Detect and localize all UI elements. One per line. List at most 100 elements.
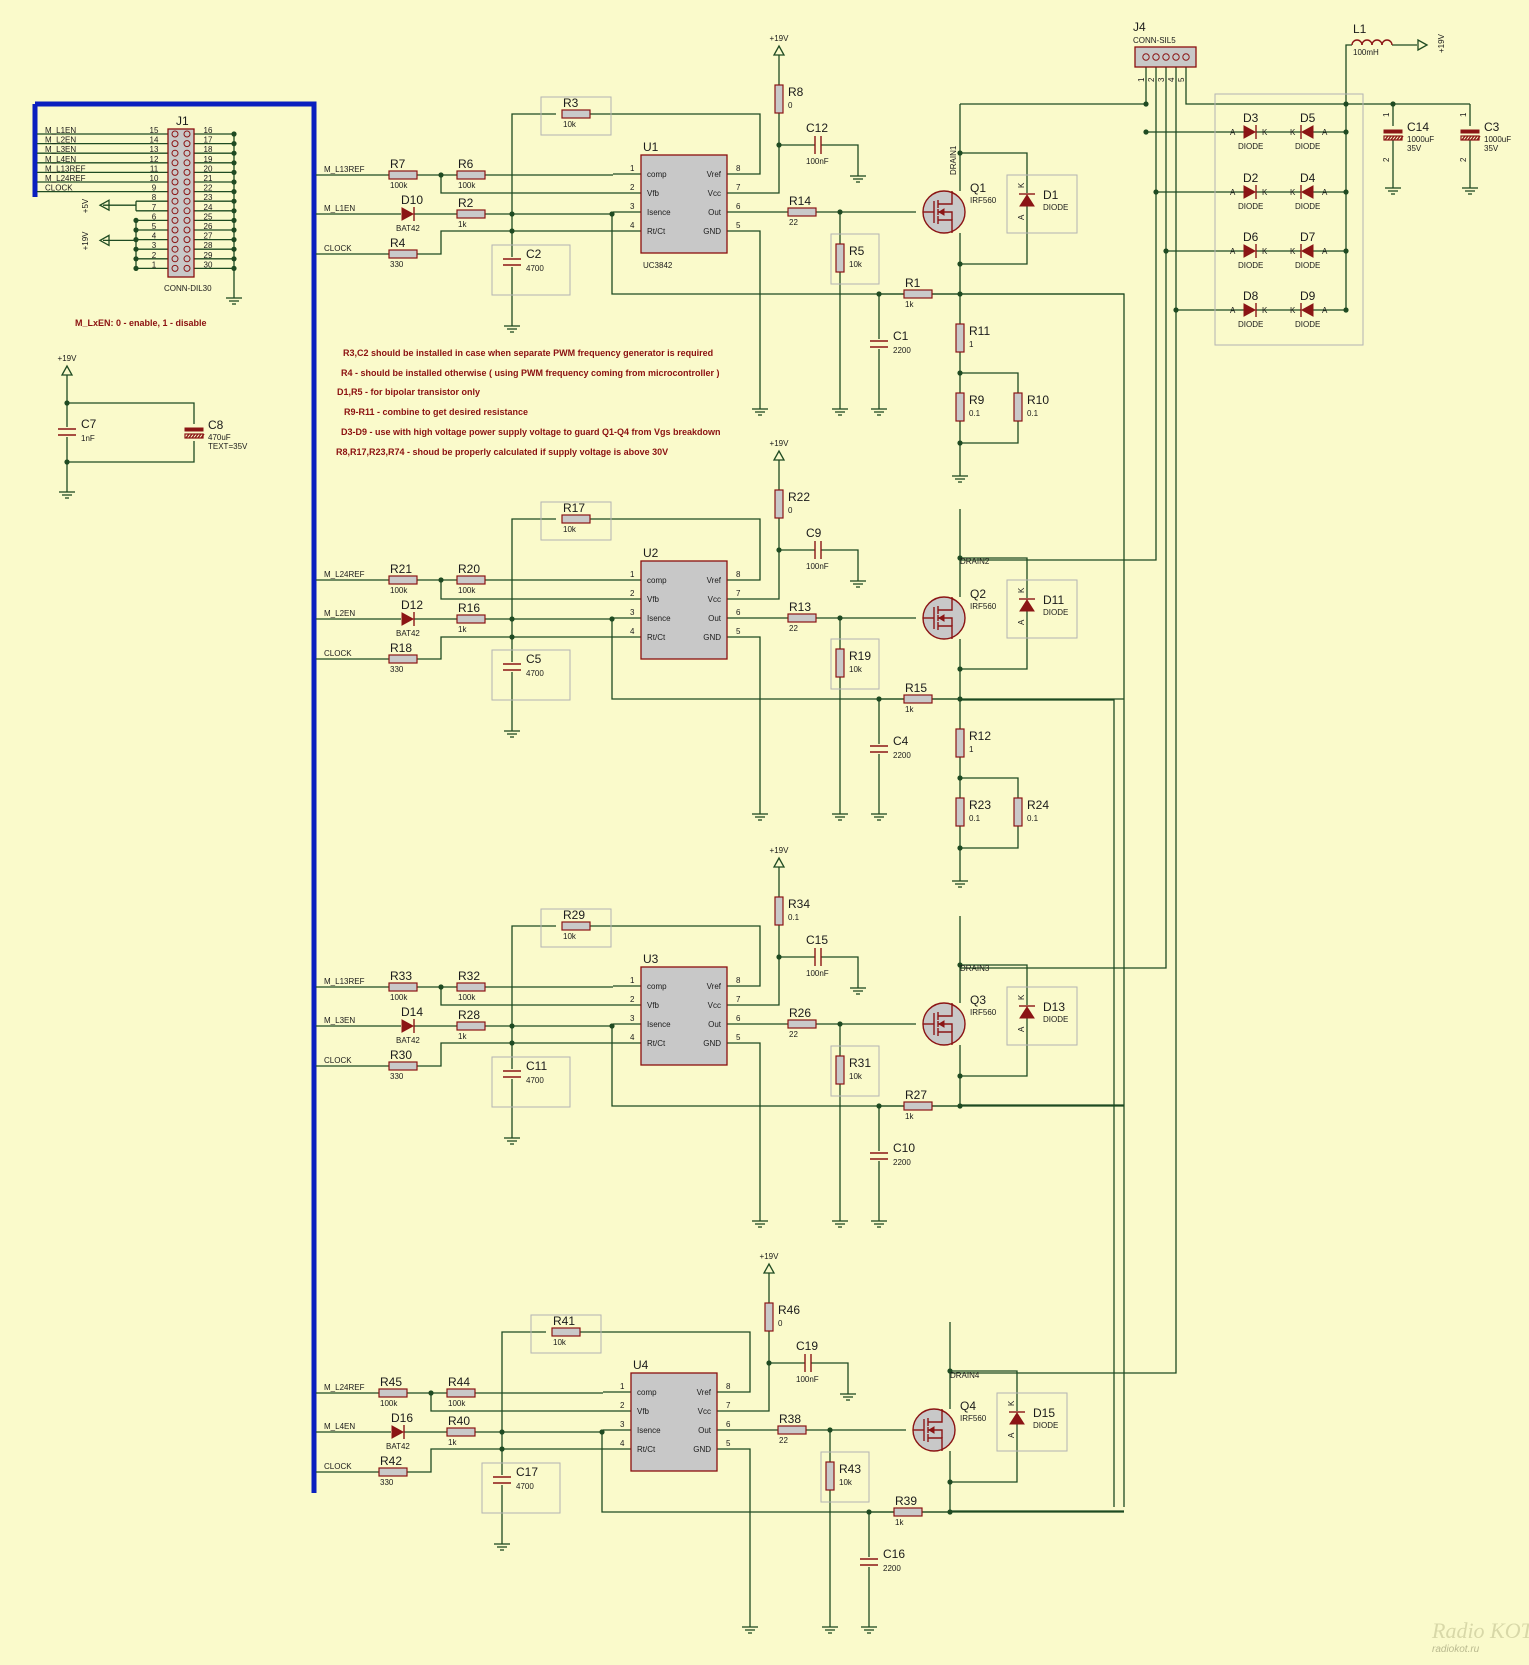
design-note: D1,R5 - for bipolar transistor only [337,387,480,397]
connector-pin [183,149,191,157]
capacitor-ref: C9 [806,526,822,540]
pin-number: 11 [150,164,159,173]
resistor-value: 10k [849,260,863,269]
supply-label: +19V [58,354,78,363]
capacitor-value: 1000uF [1484,135,1511,144]
pin-number: 17 [204,136,213,145]
components [58,38,1481,1634]
wire [407,1448,603,1473]
diode-anode-mark: A [1230,188,1236,197]
junction-dot [957,150,963,156]
resistor-value: 1k [905,1112,914,1121]
electrolytic-hatch [1399,135,1404,141]
ic-pin-name: Out [708,614,722,623]
ic-pin-name: Isence [637,1426,661,1435]
pin-number: 20 [204,164,213,173]
pin-number: 29 [204,251,213,260]
ic-pin-name: Isence [647,1020,671,1029]
ic-pin-number: 3 [630,202,635,211]
wire [590,113,761,175]
capacitor-value: 100nF [806,157,829,166]
connector-pin [1142,53,1150,61]
wire [821,144,859,170]
resistor-value: 100k [390,993,408,1002]
wire [960,699,1115,1507]
resistor-value: 0 [788,101,793,110]
diode-cathode-mark: K [1290,247,1296,256]
optional-part-frame [820,1451,870,1503]
resistor-value: 10k [563,932,577,941]
resistor-ref: R41 [553,1314,575,1328]
diode-cathode-mark: K [1017,587,1026,593]
wire [755,1042,761,1215]
connector-pin [171,197,179,205]
diode-ref: D1 [1043,188,1059,202]
diode-anode-mark: A [1230,306,1236,315]
optional-part-frame [996,1392,1068,1452]
resistor-value: 100k [458,586,476,595]
resistor-value: 1 [969,745,974,754]
pin-number: 28 [204,241,213,250]
wire [755,518,780,600]
optional-part-frame [830,233,880,285]
ic-pin-name: Vfb [647,189,660,198]
diode-body [1243,125,1257,139]
connector-pin [1162,53,1170,61]
resistor-body [1013,797,1023,827]
wire [417,1042,613,1067]
junction-dot [231,131,237,137]
resistor-value: 10k [563,525,577,534]
wire [755,925,780,1006]
resistor-body [388,1061,418,1071]
ic-pin-number: 7 [736,995,741,1004]
resistor-body [955,797,965,827]
supply-label: +19V [1437,33,1446,53]
electrolytic-hatch [191,433,196,439]
resistor-value: 22 [789,624,798,633]
diode-ref: D13 [1043,1000,1065,1014]
mosfet-drain-lead [938,597,953,611]
resistor-body [456,982,486,992]
electrolytic-hatch [188,433,193,439]
capacitor-value: 2200 [893,1158,911,1167]
resistor-body [561,514,591,524]
capacitor-value: 4700 [526,264,544,273]
connector-pin [183,168,191,176]
connector-pin [183,207,191,215]
ic-pin-number: 7 [736,183,741,192]
junction-dot [231,141,237,147]
connector-pin [183,188,191,196]
resistor-body [774,84,784,114]
ic-pin-name: Isence [647,614,671,623]
wire [960,293,1125,1507]
diode-cathode-mark: K [1290,188,1296,197]
junction-dot [231,198,237,204]
pin-number: 1 [1382,112,1391,117]
junction-dot [133,265,139,271]
electrolytic-hatch [200,433,205,439]
capacitor-value: 2200 [893,346,911,355]
junction-dot [509,211,515,217]
pin-number: 3 [1157,77,1166,82]
capacitor-ref: C1 [893,329,909,343]
capacitor-ref: C12 [806,121,828,135]
ic-pin-name: Isence [647,208,671,217]
junction-dot [957,1073,963,1079]
diode-anode-mark: A [1017,1026,1026,1032]
pin-number: 25 [204,212,213,221]
resistor-ref: R17 [563,501,585,515]
resistor-body [787,1019,817,1029]
ic-pin-name: GND [703,227,721,236]
diode-value: DIODE [1295,142,1320,151]
transistor-ref: Q1 [970,181,986,195]
junction-dot [947,1509,953,1515]
diode-anode-mark: A [1322,128,1328,137]
electrolytic-hatch [1470,135,1475,141]
wire [417,636,613,660]
supply-label: +5V [81,198,90,213]
diode-anode-mark: A [1322,306,1328,315]
transistor-value: IRF560 [970,602,997,611]
ic-ref: U4 [633,1358,649,1372]
resistor-body [456,209,486,219]
